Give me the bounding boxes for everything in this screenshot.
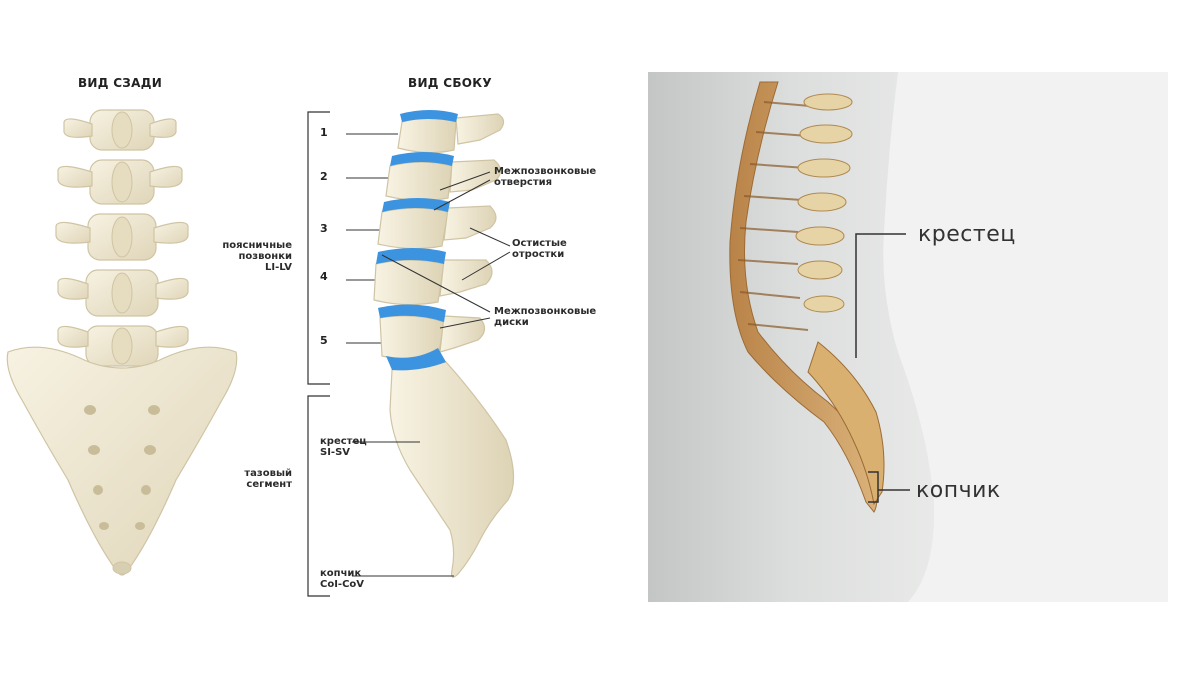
torso-spine-illustration	[648, 72, 1168, 602]
side-view-heading: ВИД СБОКУ	[408, 76, 492, 90]
bracket-lines	[307, 111, 330, 597]
photo-panel	[648, 72, 1168, 602]
posterior-spine-illustration	[6, 109, 238, 576]
vertebra-number-5: 5	[320, 334, 328, 347]
vertebra-number-2: 2	[320, 170, 328, 183]
photo-sacrum-label: крестец	[918, 222, 1016, 247]
intervertebral-foramina-label: Межпозвонковые отверстия	[494, 166, 597, 188]
sacrum-label: крестец SI-SV	[320, 436, 367, 458]
spinous-processes-label: Остистые отростки	[512, 238, 567, 260]
coccyx-label: копчик CoI-CoV	[320, 568, 365, 590]
intervertebral-discs-label: Межпозвонковые диски	[494, 306, 597, 328]
vertebra-number-3: 3	[320, 222, 328, 235]
lumbar-label: поясничные позвонки LI-LV	[222, 240, 292, 273]
back-view-heading: ВИД СЗАДИ	[77, 76, 163, 90]
vertebra-number-4: 4	[320, 270, 328, 283]
vertebra-number-1: 1	[320, 126, 328, 139]
photo-coccyx-label: копчик	[916, 478, 1001, 503]
pelvic-label: тазовый сегмент	[244, 468, 292, 490]
lateral-spine-illustration	[346, 110, 515, 578]
